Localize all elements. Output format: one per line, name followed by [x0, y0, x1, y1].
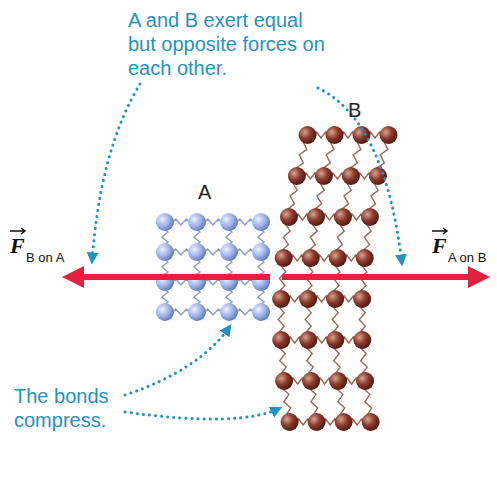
atom [156, 303, 174, 321]
atom [288, 167, 306, 185]
atom [307, 208, 325, 226]
atom [356, 249, 374, 267]
atom [326, 290, 344, 308]
part-label: A [198, 180, 211, 204]
part-label: B [348, 98, 361, 122]
atom [353, 290, 371, 308]
leader-line [125, 408, 280, 419]
atom [220, 243, 238, 261]
force-symbol: F [10, 233, 25, 259]
atom [329, 372, 347, 390]
atom [315, 167, 333, 185]
atom [280, 208, 298, 226]
lattice-a [156, 213, 270, 321]
atom [188, 213, 206, 231]
atom [308, 413, 326, 431]
leader-line [318, 88, 402, 264]
atom [252, 213, 270, 231]
atom [369, 167, 387, 185]
atom [326, 331, 344, 349]
atom [272, 331, 290, 349]
force-arrowhead [468, 266, 490, 288]
atom [362, 413, 380, 431]
leader-line [125, 326, 230, 395]
atom [353, 331, 371, 349]
atom [275, 249, 293, 267]
atom [252, 303, 270, 321]
atom [361, 208, 379, 226]
atom [188, 243, 206, 261]
force-arrow [282, 274, 472, 280]
atom [272, 290, 290, 308]
force-arrowhead [62, 266, 84, 288]
atom [299, 331, 317, 349]
atom [156, 243, 174, 261]
atom [252, 243, 270, 261]
atom [356, 372, 374, 390]
atom [342, 167, 360, 185]
callout-text: The bonds compress. [14, 384, 124, 432]
atom [299, 290, 317, 308]
atom [302, 372, 320, 390]
atom [335, 413, 353, 431]
force-subscript: A on B [448, 250, 486, 266]
atom [329, 249, 347, 267]
force-symbol: F [432, 233, 447, 259]
atom [281, 413, 299, 431]
atom [275, 372, 293, 390]
callout-text: A and B exert equal but opposite forces … [128, 8, 328, 80]
atom [220, 303, 238, 321]
atom [302, 249, 320, 267]
leader-line [92, 84, 140, 262]
atom [334, 208, 352, 226]
atom [220, 213, 238, 231]
atom [188, 303, 206, 321]
atom [299, 126, 317, 144]
atom [326, 126, 344, 144]
atom [156, 213, 174, 231]
force-subscript: B on A [26, 250, 64, 266]
atom [380, 126, 398, 144]
force-arrow [80, 274, 270, 280]
